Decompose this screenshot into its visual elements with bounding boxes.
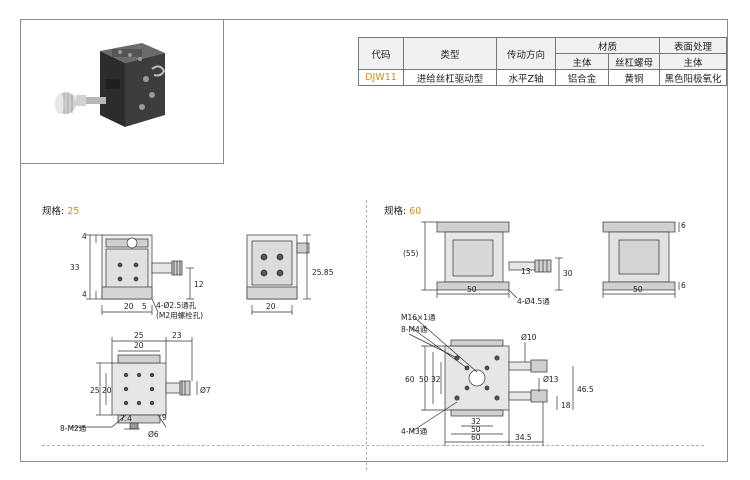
dim-20b: 20: [266, 302, 276, 311]
spec60-label: 规格: 60: [384, 206, 422, 217]
col-type: 类型: [403, 37, 497, 70]
col-surface-body: 主体: [659, 53, 727, 70]
dim-6: 6: [681, 221, 686, 230]
spec60-drawings: (55) 13 30 50 6 4-Ø4.5通 50 6 M16×1通 8-M4…: [401, 221, 686, 446]
hole-note-1: 4-Ø2.5通孔: [156, 300, 197, 310]
dim-25-85: 25.85: [312, 268, 334, 277]
dim-50h: 50: [471, 425, 481, 434]
cell-material-nut: 黄铜: [608, 69, 660, 86]
dim-60v: 60: [405, 375, 415, 384]
col-material-nut: 丝杠螺母: [608, 53, 660, 70]
spec60-value: 60: [409, 206, 422, 217]
dim-46-5: 46.5: [577, 385, 594, 394]
hole-note-60: 4-Ø4.5通: [517, 296, 550, 306]
dim-top-20: 20: [134, 341, 144, 350]
col-drive-direction: 传动方向: [496, 37, 556, 70]
cell-drive-direction: 水平Z轴: [496, 69, 556, 86]
dim-d7: Ø7: [200, 386, 211, 395]
hole-note-2: (M2用螺栓孔): [156, 310, 203, 320]
cell-material-body: 铝合金: [555, 69, 609, 86]
dim-side-20: 20: [102, 386, 112, 395]
dim-30: 30: [563, 269, 573, 278]
section-divider-bottom: [42, 445, 704, 446]
dim-d13: Ø13: [543, 375, 559, 384]
dim-4a: 4: [82, 232, 87, 241]
cell-type: 进给丝杠驱动型: [403, 69, 497, 86]
col-code: 代码: [358, 37, 404, 70]
spec25-drawings: 4 33 4 12 20 5 4-Ø2.5通孔 (M2用螺栓孔) 25.85 2…: [60, 232, 334, 439]
dim-34-5: 34.5: [515, 433, 532, 442]
col-material-body: 主体: [555, 53, 609, 70]
col-surface: 表面处理: [659, 37, 727, 54]
dim-5: 5: [142, 302, 147, 311]
dim-32h: 32: [471, 417, 481, 426]
note-8-m2: 8-M2通: [60, 423, 87, 433]
dim-top-25: 25: [134, 331, 144, 340]
dim-d6: Ø6: [148, 430, 159, 439]
dim-4b: 4: [82, 290, 87, 299]
product-photo: [55, 43, 166, 127]
cell-surface: 黑色阳极氧化: [659, 69, 727, 86]
dim-12: 12: [194, 280, 204, 289]
col-material: 材质: [555, 37, 660, 54]
section-divider-vertical: [366, 200, 367, 470]
dim-32v: 32: [431, 375, 441, 384]
dim-50b: 50: [633, 285, 643, 294]
note-m16: M16×1通: [401, 312, 436, 322]
dim-50a: 50: [467, 285, 477, 294]
dim-7-4: 7.4: [120, 414, 132, 423]
table-row: DJW11 进给丝杠驱动型 水平Z轴 铝合金 黄铜 黑色阳极氧化: [358, 69, 727, 86]
note-8-m4: 8-M4通: [401, 324, 428, 334]
dim-18: 18: [561, 401, 571, 410]
dim-side-25: 25: [90, 386, 100, 395]
dim-6b: 6: [681, 281, 686, 290]
dim-60h: 60: [471, 433, 481, 442]
dim-d10: Ø10: [521, 333, 537, 342]
page-frame: [20, 19, 728, 462]
dim-13: 13: [521, 267, 531, 276]
dim-9: 9: [162, 413, 167, 422]
cell-code: DJW11: [358, 69, 404, 86]
spec25-value: 25: [67, 206, 80, 217]
dim-33: 33: [70, 263, 80, 272]
note-4-m3: 4-M3通: [401, 426, 428, 436]
dim-20a: 20: [124, 302, 134, 311]
spec-table: 代码 类型 传动方向 材质 表面处理 主体 丝杠螺母 主体 DJW11 进给丝杠…: [358, 37, 727, 86]
product-photo-frame: [20, 19, 224, 164]
dim-top-23: 23: [172, 331, 182, 340]
spec25-label: 规格: 25: [42, 206, 80, 217]
dim-55: (55): [403, 249, 418, 258]
dim-50v: 50: [419, 375, 429, 384]
